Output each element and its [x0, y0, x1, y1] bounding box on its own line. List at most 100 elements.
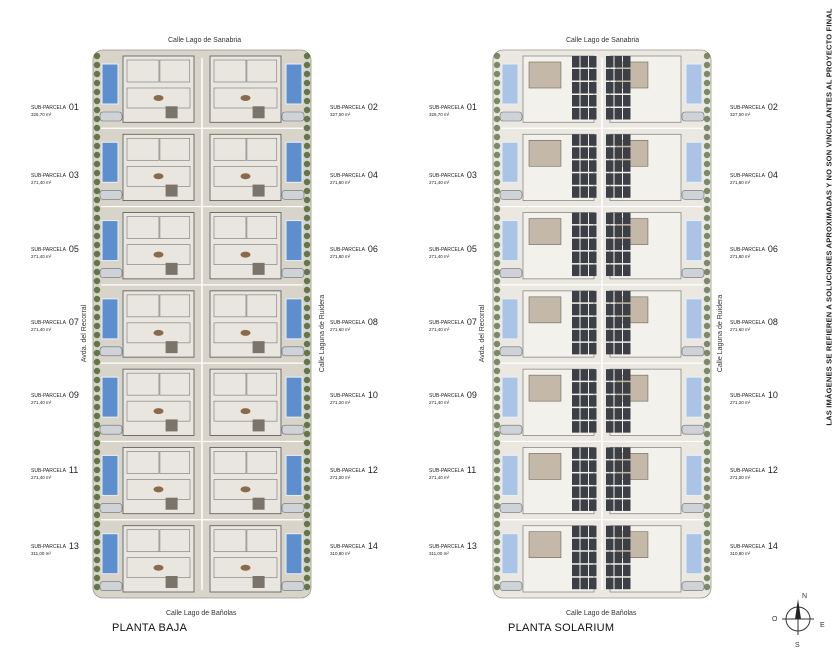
solar-panel: [606, 147, 614, 159]
house-floorplan: [209, 55, 282, 123]
solar-panel: [623, 525, 631, 538]
parcel-number: 12: [367, 465, 378, 475]
hedge: [703, 187, 711, 195]
pool: [101, 141, 119, 183]
solar-panel: [606, 212, 614, 225]
pergola: [528, 374, 562, 402]
hedge: [303, 178, 311, 186]
car: [499, 424, 523, 435]
hedge: [703, 250, 711, 258]
hedge: [493, 457, 501, 465]
room: [126, 529, 160, 553]
pool: [685, 298, 703, 340]
parcel-number: 10: [767, 390, 778, 400]
hedge: [303, 232, 311, 240]
solar-panel: [623, 421, 631, 433]
pool: [101, 298, 119, 340]
pool: [501, 63, 519, 105]
solar-panel: [589, 342, 597, 355]
solar-panel: [614, 56, 622, 68]
solar-panel: [614, 382, 622, 394]
hedge: [303, 205, 311, 213]
hedge: [93, 97, 101, 105]
parcel-label-title: SUB-PARCELA: [330, 105, 365, 111]
hedge: [493, 259, 501, 267]
room: [246, 529, 278, 553]
hedge: [493, 313, 501, 321]
solar-panel: [572, 264, 580, 277]
solar-panel: [589, 225, 597, 238]
car: [281, 581, 305, 592]
solar-panel: [606, 564, 614, 577]
solar-panel: [606, 56, 614, 68]
hedge: [93, 385, 101, 393]
dining-table: [153, 251, 164, 258]
parcel-number: 13: [68, 541, 79, 551]
hedge: [493, 115, 501, 123]
parcel-area: 271,80 m²: [330, 254, 351, 259]
parcel-number: 06: [767, 244, 778, 254]
solar-panel: [572, 538, 580, 551]
solar-panel: [580, 551, 588, 564]
plan-title-solarium: PLANTA SOLARIUM: [508, 622, 615, 634]
solar-panel: [606, 486, 614, 498]
hedge: [703, 79, 711, 87]
stair: [252, 341, 265, 354]
hedge: [703, 286, 711, 294]
hedge: [93, 403, 101, 411]
solar-panel: [580, 408, 588, 420]
street-left-plan-solarium: Avda. del Recorral: [479, 304, 487, 363]
solar-panel: [606, 551, 614, 564]
hedge: [93, 430, 101, 438]
solar-panel: [589, 486, 597, 498]
solar-panel: [589, 525, 597, 538]
parcel-label-title: SUB-PARCELA: [429, 320, 464, 326]
hedge: [493, 511, 501, 519]
hedge: [93, 268, 101, 276]
parcel-label-title: SUB-PARCELA: [429, 173, 464, 179]
parcel-number: 09: [68, 390, 79, 400]
solar-panel: [623, 56, 631, 68]
parcel-label-title: SUB-PARCELA: [730, 320, 765, 326]
solar-panel: [572, 147, 580, 159]
hedge: [303, 151, 311, 159]
pool: [501, 298, 519, 340]
solar-panel: [623, 486, 631, 498]
street-right-plan-baja: Calle Laguna de Ruidera: [319, 294, 327, 373]
hedge: [93, 304, 101, 312]
parcel-area: 271,60 m²: [330, 327, 351, 332]
car: [281, 268, 305, 278]
solar-panel: [572, 303, 580, 316]
hedge: [493, 484, 501, 492]
hedge: [493, 52, 501, 60]
hedge: [303, 358, 311, 366]
solar-panel: [623, 538, 631, 551]
room: [246, 294, 278, 318]
hedge: [93, 412, 101, 420]
parcel-area: 271,80 m²: [330, 180, 351, 185]
hedge: [303, 97, 311, 105]
hedge: [93, 358, 101, 366]
hedge: [493, 322, 501, 330]
parcel-label-title: SUB-PARCELA: [330, 468, 365, 474]
solar-panel: [572, 329, 580, 342]
stair: [252, 184, 265, 197]
solar-panel: [580, 264, 588, 277]
solar-panel: [623, 460, 631, 472]
hedge: [303, 259, 311, 267]
solar-panel: [572, 421, 580, 433]
hedge: [93, 61, 101, 69]
parcel-number: 08: [367, 317, 378, 327]
hedge: [493, 160, 501, 168]
hedge: [303, 286, 311, 294]
hedge: [703, 376, 711, 384]
room: [246, 137, 278, 161]
hedge: [303, 142, 311, 150]
hedge: [303, 574, 311, 582]
parcel-area: 271,40 m²: [31, 254, 52, 259]
pergola: [528, 296, 562, 324]
